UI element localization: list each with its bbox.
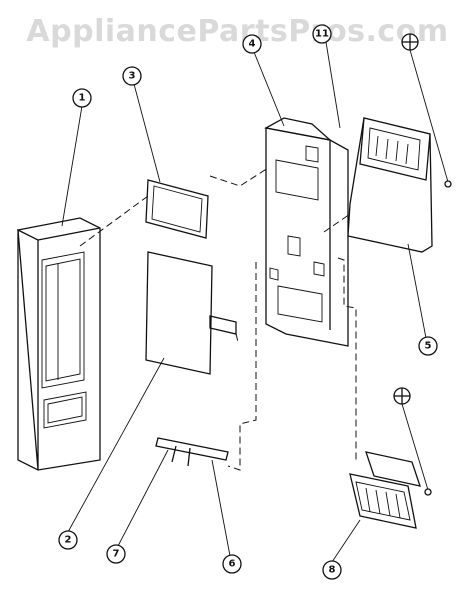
watermark: AppliancePartsPros.com	[26, 14, 449, 49]
callout-3: 3	[122, 66, 142, 86]
svg-text:3: 3	[129, 71, 136, 82]
part-1-control-panel	[17, 217, 101, 471]
svg-text:11: 11	[315, 29, 329, 40]
callout-2: 2	[58, 530, 78, 550]
callout-7: 7	[106, 544, 126, 564]
assembly-lines	[79, 167, 357, 471]
svg-text:4: 4	[249, 39, 256, 50]
part-4-bracket	[264, 117, 349, 347]
svg-text:5: 5	[425, 341, 432, 352]
callout-4: 4	[242, 34, 262, 54]
screw-top-right	[401, 33, 452, 188]
svg-text:1: 1	[79, 93, 86, 104]
svg-text:2: 2	[65, 535, 72, 546]
part-8-latch-assembly	[349, 451, 421, 529]
part-3-lens	[145, 179, 209, 239]
callout-8: 8	[322, 560, 342, 580]
part-6-7-bracket	[155, 437, 229, 467]
part-5-circuit-board	[347, 117, 433, 253]
screw-bottom-right	[393, 387, 432, 496]
callout-11: 11	[312, 24, 332, 44]
callout-1: 1	[72, 88, 92, 108]
svg-text:7: 7	[113, 549, 120, 560]
callout-6: 6	[222, 554, 242, 574]
svg-text:8: 8	[329, 565, 336, 576]
callout-5: 5	[418, 336, 438, 356]
svg-text:6: 6	[229, 559, 236, 570]
leader-lines	[61, 41, 427, 563]
part-2-plate	[145, 251, 237, 375]
